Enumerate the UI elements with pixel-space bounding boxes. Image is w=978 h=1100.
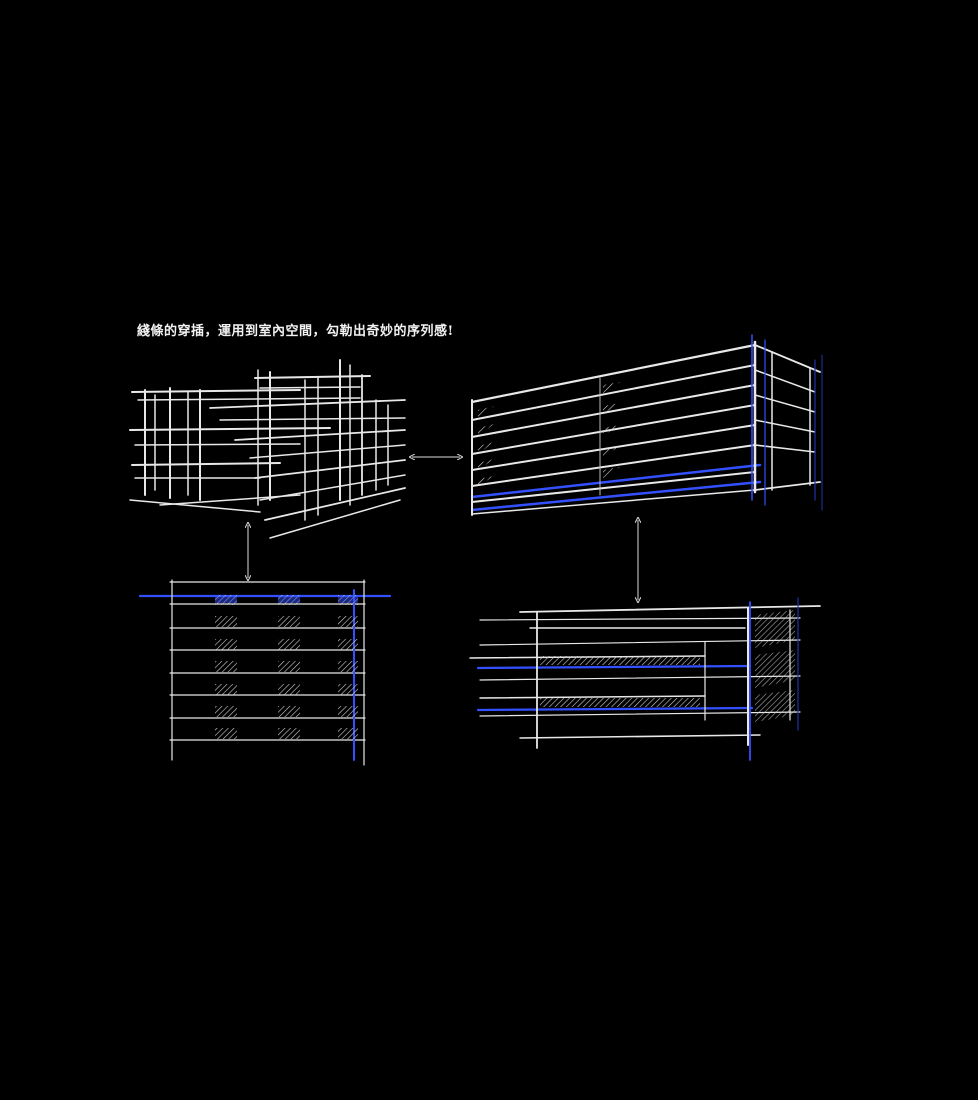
connector-arrows xyxy=(248,457,638,600)
sketch-perspective-box xyxy=(470,334,823,516)
sketch-crisscross-lines xyxy=(129,359,406,539)
sketch-section-view xyxy=(469,597,821,761)
sketch-elevation-grid xyxy=(138,579,392,766)
caption-text: 綫條的穿插，運用到室內空間，勾勒出奇妙的序列感! xyxy=(137,324,454,339)
